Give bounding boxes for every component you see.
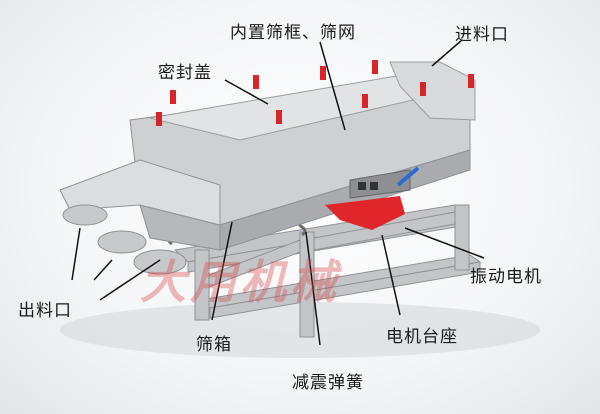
motor-base bbox=[325, 169, 411, 230]
label-discharge-outlet: 出料口 bbox=[18, 301, 72, 321]
brand-watermark: 大用机械 bbox=[140, 255, 340, 309]
vibration-motor bbox=[396, 166, 420, 187]
label-seal-cover: 密封盖 bbox=[158, 63, 212, 83]
label-damping-spring: 减震弹簧 bbox=[292, 373, 364, 393]
label-screen-box: 筛箱 bbox=[196, 335, 232, 355]
callout-arrows bbox=[71, 39, 485, 346]
clamp-group bbox=[156, 60, 474, 126]
label-inner-frame: 内置筛框、筛网 bbox=[230, 23, 356, 43]
label-vibration-motor: 振动电机 bbox=[470, 267, 542, 287]
seal-cover bbox=[149, 61, 476, 141]
base-frame bbox=[173, 204, 482, 338]
label-motor-base: 电机台座 bbox=[386, 327, 458, 347]
label-feed-inlet: 进料口 bbox=[455, 25, 509, 45]
